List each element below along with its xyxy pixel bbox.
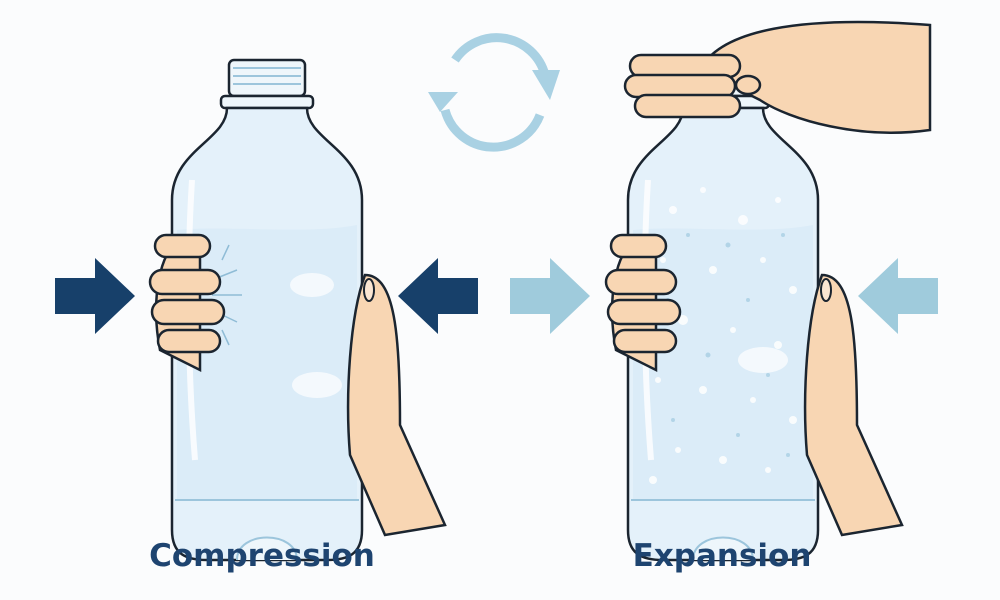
expand-arrow-right: [858, 258, 938, 334]
bubbles: [649, 187, 797, 484]
compression-label: Compression: [149, 538, 375, 574]
expansion-label: Expansion: [632, 538, 812, 574]
expansion-bottle: [628, 60, 818, 560]
compression-bottle: [172, 60, 362, 560]
top-hand: [623, 20, 932, 134]
compress-arrow-right: [398, 258, 478, 334]
cycle-icon: [440, 33, 550, 152]
compress-arrow-left: [55, 258, 135, 334]
expand-arrow-left: [510, 258, 590, 334]
